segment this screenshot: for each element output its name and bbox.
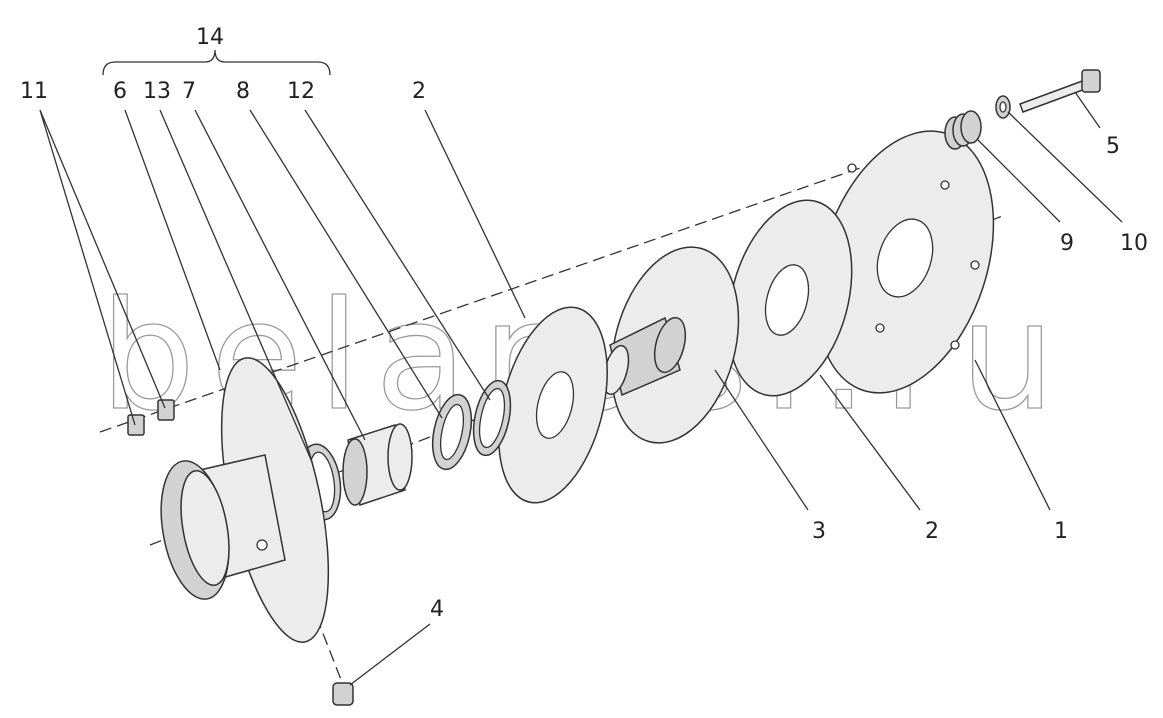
callout-8: 8 <box>236 79 250 104</box>
part-1-flange-disk <box>815 130 995 394</box>
leader-lines <box>39 91 1123 686</box>
part-11-nuts <box>127 399 175 436</box>
callout-12: 12 <box>287 79 315 104</box>
group-14-brace <box>102 49 331 76</box>
part-9-spring <box>944 110 982 150</box>
callout-6: 6 <box>113 79 127 104</box>
callout-2-bottom: 2 <box>925 519 939 544</box>
callout-2-top: 2 <box>412 79 426 104</box>
part-2-friction-disk-right <box>727 199 853 397</box>
callout-3: 3 <box>812 519 826 544</box>
part-6-sprocket-hub <box>160 357 330 643</box>
callout-7: 7 <box>182 79 196 104</box>
part-2-friction-disk-left <box>498 306 608 504</box>
part-3-hub-plate <box>602 246 740 444</box>
part-7-bushing <box>342 423 413 506</box>
callout-4: 4 <box>430 597 444 622</box>
part-8-washer <box>431 393 473 471</box>
callout-1: 1 <box>1054 519 1068 544</box>
callout-9: 9 <box>1060 231 1074 256</box>
callout-14: 14 <box>196 25 224 50</box>
part-4-grease-fitting <box>332 682 354 706</box>
part-10-washer <box>995 95 1011 119</box>
axis-line-fitting <box>309 599 346 691</box>
callout-13: 13 <box>143 79 171 104</box>
part-12-ring <box>472 379 512 457</box>
callout-10: 10 <box>1120 231 1148 256</box>
callout-11: 11 <box>20 79 48 104</box>
part-5-bolt <box>1019 69 1101 113</box>
callout-5: 5 <box>1106 134 1120 159</box>
